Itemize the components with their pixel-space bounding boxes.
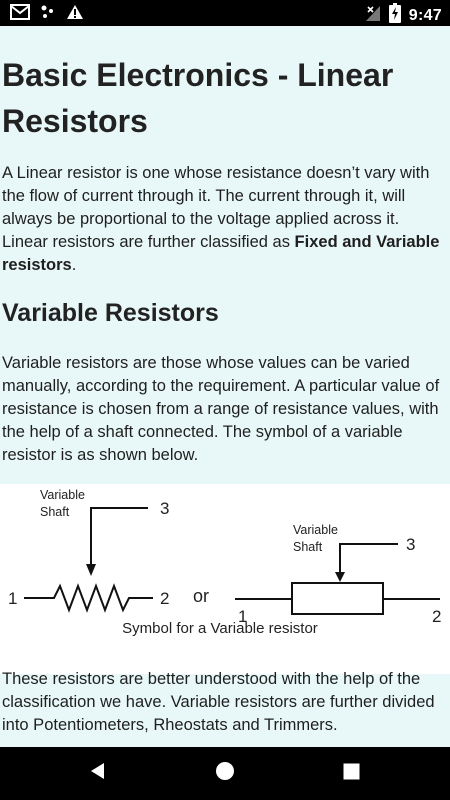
right-shaft-label-1: Variable [293,523,338,537]
recents-button[interactable] [311,747,391,800]
article-title: Basic Electronics - Linear Resistors [2,57,394,139]
right-shaft-arrow [335,572,345,582]
home-button[interactable] [185,747,265,800]
dots-icon [40,4,56,25]
status-bar: 9:47 [0,0,450,26]
left-shaft-line [90,507,148,572]
gmail-icon [10,4,30,25]
right-resistor-box [291,582,384,615]
article-content[interactable]: Basic Electronics - Linear Resistors A L… [0,26,450,747]
right-pin-2: 2 [432,607,441,626]
intro-bold-text: Fixed and Variable resistors [2,233,440,274]
variable-resistor-symbols: Variable Shaft 3 1 2 or Variable Shaft 3… [8,488,441,626]
status-time: 9:47 [408,6,442,24]
right-shaft-label-2: Shaft [293,540,323,554]
intro-end: . [71,256,77,274]
back-button[interactable] [58,747,138,800]
left-pin-1: 1 [8,589,17,608]
status-left-icons [10,4,84,25]
or-text: or [193,586,209,606]
left-shaft-arrow [86,564,96,576]
left-pin-2: 2 [160,589,169,608]
left-pin-3: 3 [160,499,169,518]
recents-icon [343,763,360,785]
right-shaft-line [339,543,398,576]
battery-charging-icon [388,3,401,28]
left-zigzag-resistor [24,583,153,613]
right-pin-1: 1 [238,607,247,626]
left-shaft-label-2: Shaft [40,505,70,519]
back-icon [89,762,107,785]
warning-icon [66,4,84,25]
figure-caption: Symbol for a Variable resistor [122,620,318,637]
left-shaft-label-1: Variable [40,488,85,502]
intro-paragraph: A Linear resistor is one whose resistanc… [2,162,448,277]
right-pin-3: 3 [406,535,415,554]
section-heading: Variable Resistors [2,299,219,327]
navigation-bar [0,747,450,800]
no-signal-icon [365,4,381,27]
section-paragraph: Variable resistors are those whose value… [2,354,440,464]
closing-paragraph: These resistors are better understood wi… [2,670,435,734]
status-right-icons: 9:47 [365,3,442,28]
home-icon [215,761,235,786]
variable-resistor-figure: Variable Shaft 3 1 2 or Variable Shaft 3… [0,484,450,674]
intro-text: A Linear resistor is one whose resistanc… [2,164,430,251]
